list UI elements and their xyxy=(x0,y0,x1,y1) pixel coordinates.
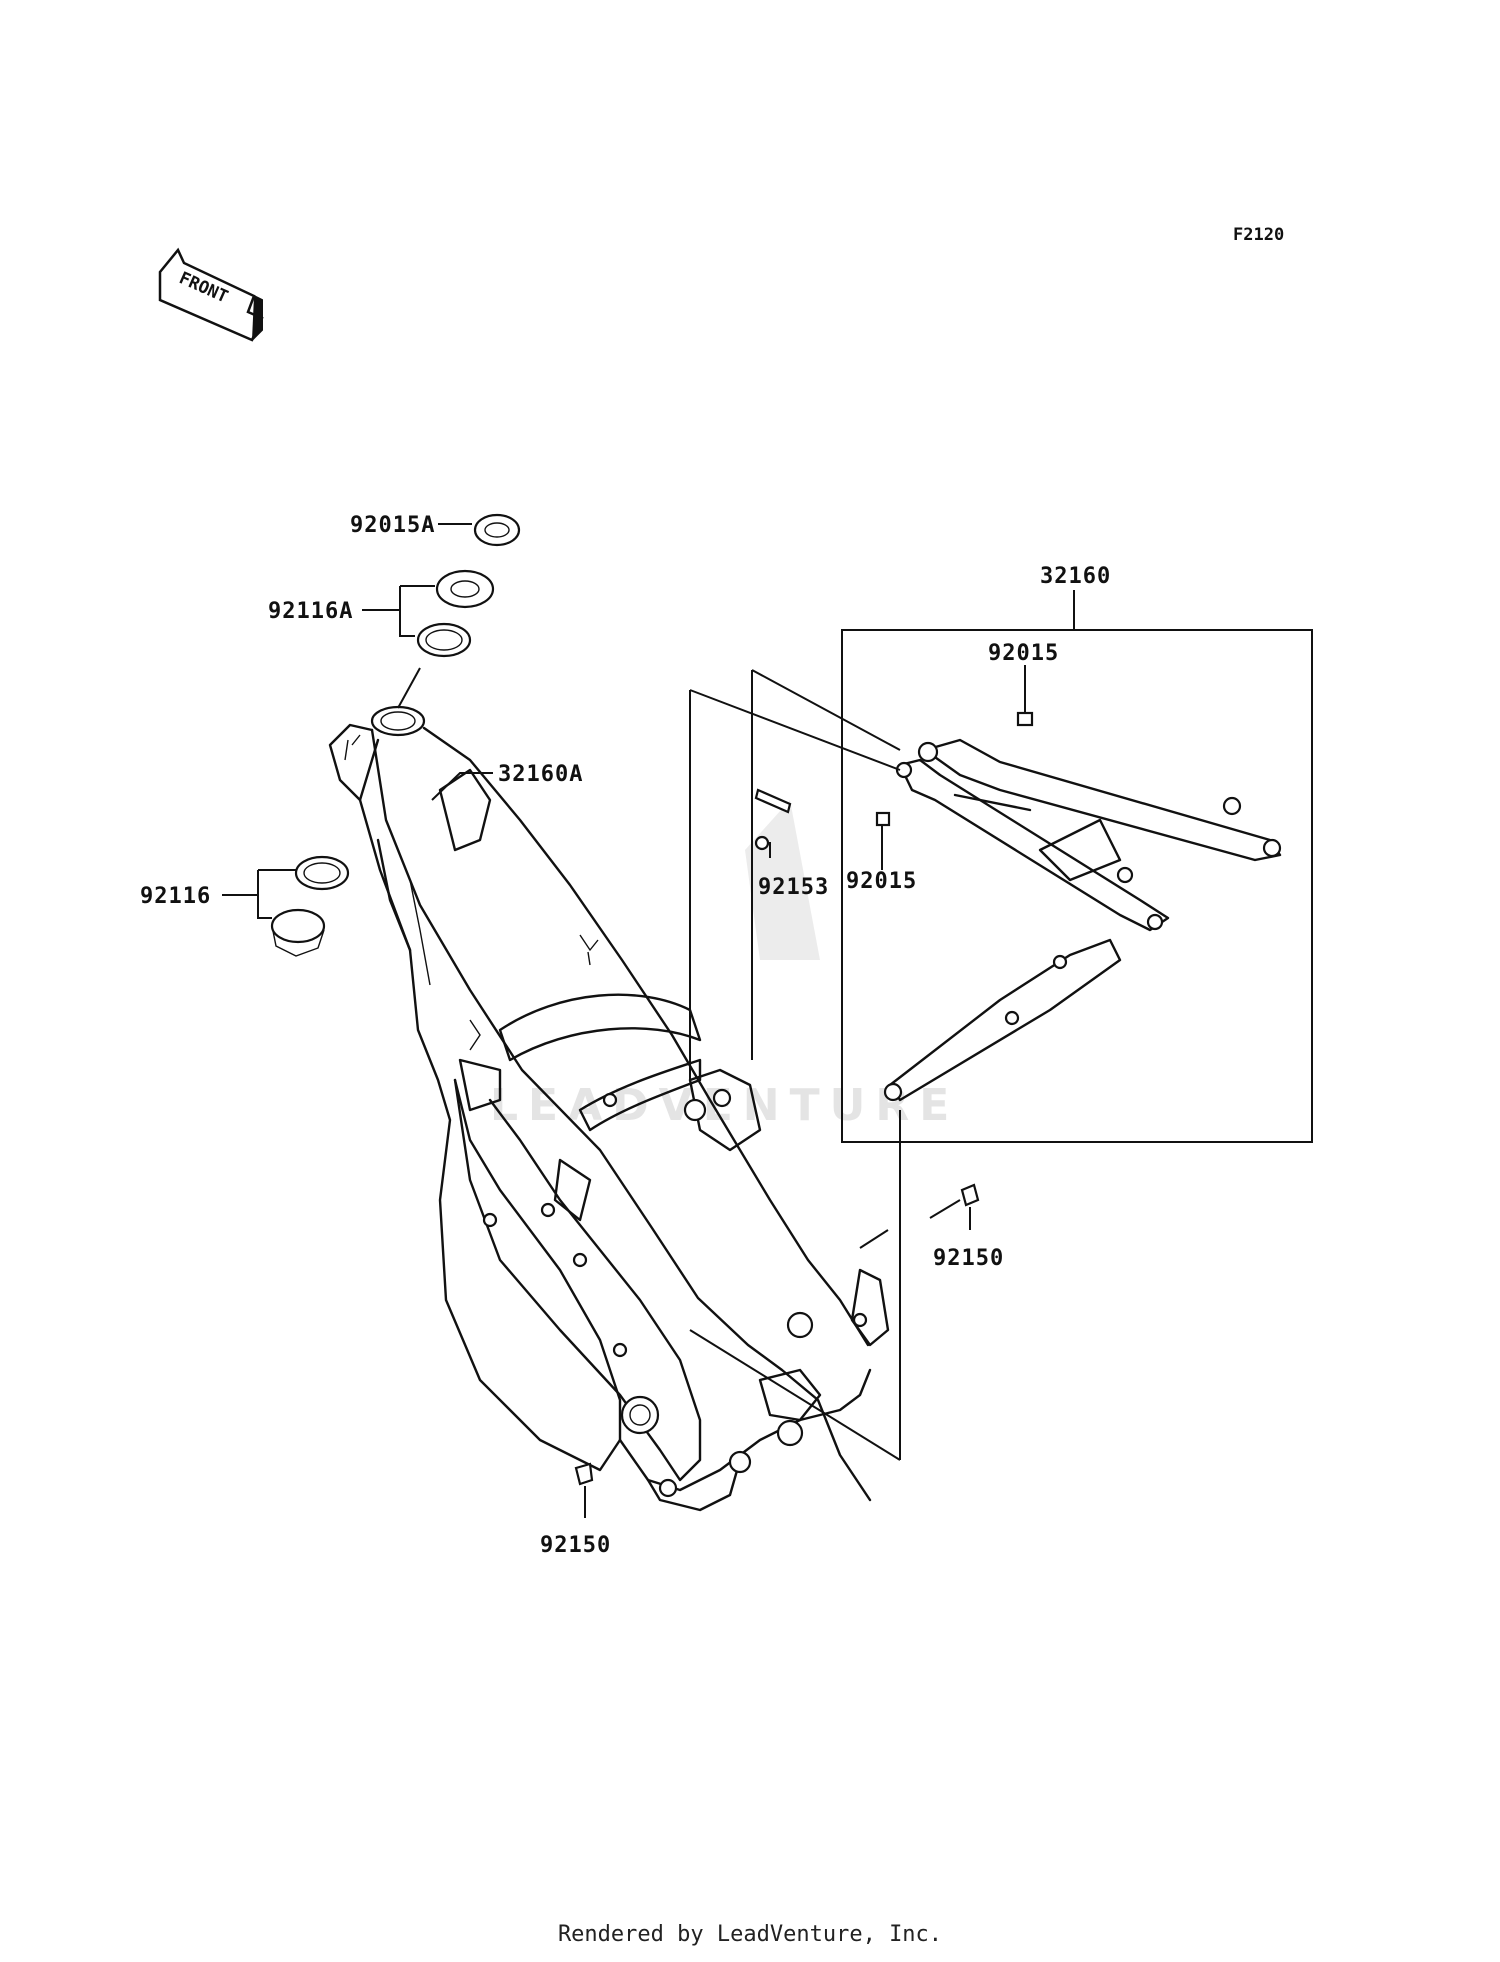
part-label-92015-upper: 92015 xyxy=(988,641,1059,666)
watermark: LEADVENTURE xyxy=(490,800,949,1131)
front-arrow-icon: FRONT xyxy=(158,247,264,342)
part-label-32160: 32160 xyxy=(1040,564,1111,589)
sub-frame xyxy=(841,629,1313,1143)
part-label-32160A: 32160A xyxy=(498,762,583,787)
part-label-92150-bottom: 92150 xyxy=(540,1533,611,1558)
part-label-92153: 92153 xyxy=(758,875,829,900)
part-label-92116: 92116 xyxy=(140,884,211,909)
sub-frame-box xyxy=(841,629,1313,1143)
main-frame xyxy=(328,705,890,1512)
part-label-92150-right: 92150 xyxy=(933,1246,1004,1271)
part-label-92015-lower: 92015 xyxy=(846,869,917,894)
part-label-92015A: 92015A xyxy=(350,513,435,538)
part-labels: 92015A 92116A 32160A 92116 32160 92015 9… xyxy=(140,513,1111,1558)
footer-credit: Rendered by LeadVenture, Inc. xyxy=(557,1922,943,1947)
figure-code: F2120 xyxy=(1233,225,1284,245)
parts xyxy=(270,513,1034,1486)
part-label-92116A: 92116A xyxy=(268,599,353,624)
leader-lines xyxy=(222,523,1075,1518)
